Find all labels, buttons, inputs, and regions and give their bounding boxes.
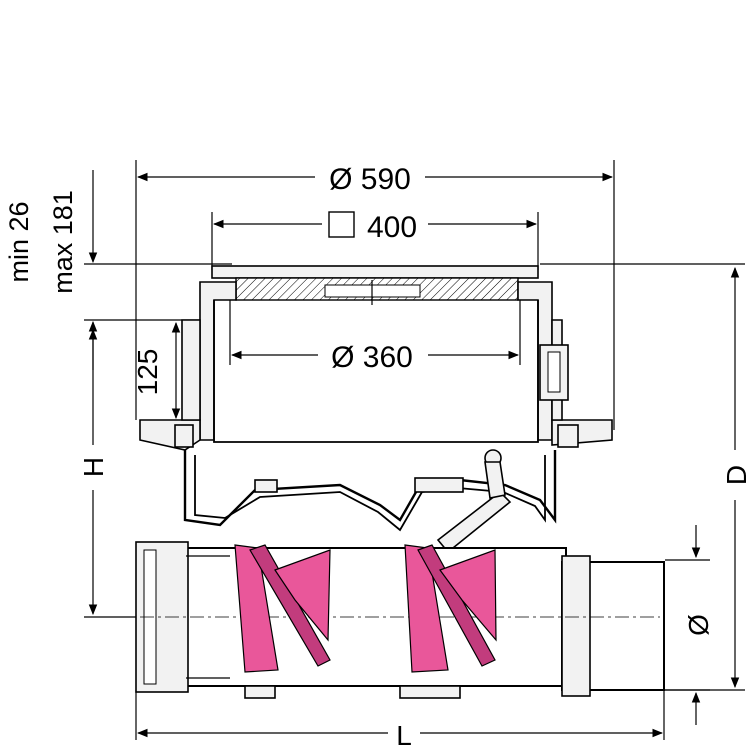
label-depth-125: 125 <box>132 349 163 396</box>
frame-rim <box>211 265 539 279</box>
pipe-foot-left <box>244 685 276 699</box>
label-square-400: 400 <box>367 211 417 244</box>
clamp-right <box>557 424 579 448</box>
label-pipe-diameter: Ø <box>683 614 714 636</box>
pipe-collar-right <box>561 555 591 697</box>
body-inner-outline <box>194 455 546 532</box>
lever-arm <box>436 490 512 554</box>
label-height-H: H <box>78 457 109 477</box>
seal-left <box>181 319 201 421</box>
flap-left-wing <box>274 549 331 642</box>
body-assembly <box>183 449 557 554</box>
clamp-left <box>174 424 194 448</box>
label-min-height: min 26 <box>4 201 34 282</box>
pipe-assembly <box>135 541 665 699</box>
flap-left-arm <box>249 544 331 667</box>
lever-stem <box>484 461 506 499</box>
frame-wall-left <box>199 281 237 441</box>
side-outlet-opening <box>547 351 561 393</box>
top-frame-assembly <box>139 265 613 451</box>
flap-right-wing <box>439 549 497 642</box>
dimension-labels: Ø 590 400 Ø 360 125 min 26 max 181 H D 9… <box>4 163 750 750</box>
body-top-outline <box>183 450 557 527</box>
backflow-flaps <box>234 544 497 673</box>
vent-box-right <box>414 477 464 493</box>
vent-box-left <box>254 479 278 493</box>
label-depth-D: D <box>721 465 750 485</box>
label-length-L: L <box>396 720 412 750</box>
flap-right-body <box>404 544 449 673</box>
flap-left-body <box>234 544 279 673</box>
label-max-height: max 181 <box>48 190 78 294</box>
flap-right-arm <box>417 544 496 667</box>
square-symbol-icon <box>328 211 355 238</box>
inner-basket <box>213 300 539 443</box>
pipe-foot-right <box>399 685 461 699</box>
label-diameter-360: Ø 360 <box>331 341 413 374</box>
label-diameter-590: Ø 590 <box>329 163 411 196</box>
